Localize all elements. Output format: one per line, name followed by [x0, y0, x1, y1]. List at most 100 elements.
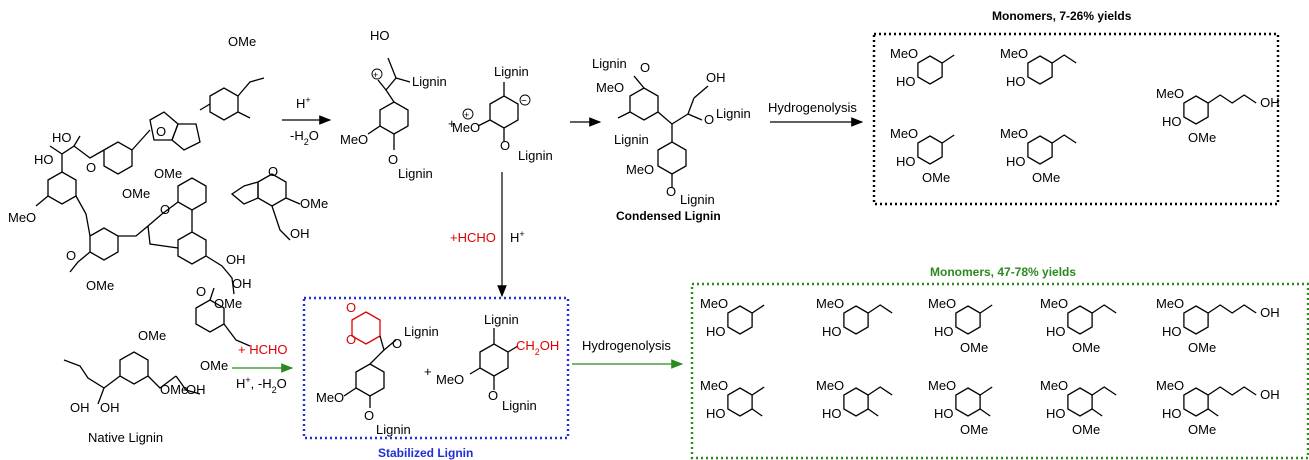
native-label: O	[196, 284, 206, 299]
cation-label: O	[388, 152, 398, 167]
upper-monomers-box	[872, 32, 1280, 206]
native-label: OH	[186, 382, 206, 397]
cation-label: Lignin	[412, 74, 447, 89]
native-label: OMe	[300, 196, 328, 211]
monomer-ring	[917, 55, 943, 85]
methyl-group	[979, 408, 991, 417]
native-lignin-caption: Native Lignin	[88, 430, 163, 445]
alkyl-chain	[1091, 304, 1117, 314]
native-label: O	[160, 202, 170, 217]
stab2-label: Lignin	[502, 398, 537, 413]
alkyl-chain	[1051, 54, 1077, 64]
alkyl-chain	[979, 386, 993, 396]
monomer-substituent: OMe	[1072, 340, 1100, 355]
monomer-substituent: MeO	[1156, 296, 1184, 311]
stab1-label: MeO	[316, 390, 344, 405]
carbocation-intermediate: +	[367, 57, 411, 150]
monomer-substituent: MeO	[928, 296, 956, 311]
cation-label: MeO	[340, 132, 368, 147]
anion-label: Lignin	[494, 64, 529, 79]
monomer-substituent: MeO	[816, 378, 844, 393]
native-label: OH	[70, 400, 90, 415]
alkyl-chain	[751, 304, 765, 314]
monomer-ring	[727, 305, 753, 335]
cation-label: Lignin	[398, 166, 433, 181]
stab1-label: Lignin	[376, 422, 411, 437]
monomer-substituent: MeO	[928, 378, 956, 393]
native-label: O	[156, 124, 166, 139]
condensed-label: OH	[706, 70, 726, 85]
condensed-label: O	[640, 60, 650, 75]
monomer-substituent: HO	[1162, 406, 1182, 421]
monomer-substituent: OMe	[922, 170, 950, 185]
monomer-substituent: HO	[934, 406, 954, 421]
condensed-label: Lignin	[716, 106, 751, 121]
hydrogenolysis-lower-label: Hydrogenolysis	[582, 338, 671, 353]
condensed-label: Lignin	[592, 56, 627, 71]
monomer-substituent: OMe	[1188, 422, 1216, 437]
monomer-substituent: HO	[1006, 74, 1026, 89]
native-label: OH	[226, 252, 246, 267]
native-label: HO	[34, 152, 54, 167]
stab1-label: O	[392, 336, 402, 351]
condensed-label: O	[666, 184, 676, 199]
native-label: OMe	[154, 166, 182, 181]
alkyl-chain	[941, 54, 955, 64]
monomer-substituent: MeO	[1156, 86, 1184, 101]
monomer-substituent: HO	[896, 74, 916, 89]
native-label: OMe	[228, 34, 256, 49]
monomer-substituent: OMe	[1188, 130, 1216, 145]
formaldehyde-label: +HCHO	[450, 230, 496, 245]
stab2-label: O	[488, 388, 498, 403]
condensed-label: MeO	[596, 80, 624, 95]
dioxane-oxygen: O	[346, 332, 356, 347]
monomer-ring	[1067, 305, 1093, 335]
native-label: OMe	[214, 296, 242, 311]
lower-monomers-title: Monomers, 47-78% yields	[930, 265, 1076, 279]
alkyl-chain	[1207, 304, 1257, 314]
stabilized-hydroxymethyl-structure	[469, 328, 519, 390]
upper-monomers-title: Monomers, 7-26% yields	[992, 9, 1132, 23]
monomer-substituent: MeO	[1156, 378, 1184, 393]
monomer-substituent: MeO	[700, 296, 728, 311]
native-label: OMe	[86, 278, 114, 293]
native-label: OH	[232, 276, 252, 291]
stab1-label: O	[364, 408, 374, 423]
methyl-group	[867, 408, 879, 417]
monomer-substituent: HO	[896, 154, 916, 169]
native-label: MeO	[8, 210, 36, 225]
monomer-substituent: OH	[1260, 95, 1280, 110]
monomer-ring	[917, 135, 943, 165]
plus-sign-lower: +	[424, 364, 432, 379]
monomer-substituent: HO	[1046, 324, 1066, 339]
alkyl-chain	[941, 134, 955, 144]
monomer-substituent: OMe	[1072, 422, 1100, 437]
condensed-lignin-structure	[617, 75, 709, 188]
monomer-ring	[1183, 305, 1209, 335]
condensed-label: O	[704, 112, 714, 127]
svg-text:+: +	[464, 110, 469, 120]
native-lignin-structure	[35, 77, 301, 405]
native-label: O	[268, 164, 278, 179]
monomer-substituent: HO	[822, 406, 842, 421]
native-label: OMe	[200, 358, 228, 373]
methyl-group	[751, 408, 763, 417]
alkyl-chain	[979, 304, 993, 314]
monomer-ring	[1027, 135, 1053, 165]
condensed-label: MeO	[626, 162, 654, 177]
alkyl-chain	[1051, 134, 1077, 144]
stabilization-reagent: + HCHO	[238, 342, 287, 357]
monomer-substituent: OMe	[960, 422, 988, 437]
monomer-substituent: HO	[822, 324, 842, 339]
arrow-acid-bottom: -H2O	[290, 128, 319, 147]
monomer-substituent: HO	[706, 324, 726, 339]
native-label: OMe	[122, 186, 150, 201]
native-label: OH	[100, 400, 120, 415]
stab2-label: MeO	[436, 372, 464, 387]
monomer-substituent: HO	[1162, 114, 1182, 129]
monomer-substituent: MeO	[890, 46, 918, 61]
carbanion-intermediate: − +	[462, 82, 531, 142]
stabilization-conditions: H+, -H2O	[236, 375, 287, 395]
